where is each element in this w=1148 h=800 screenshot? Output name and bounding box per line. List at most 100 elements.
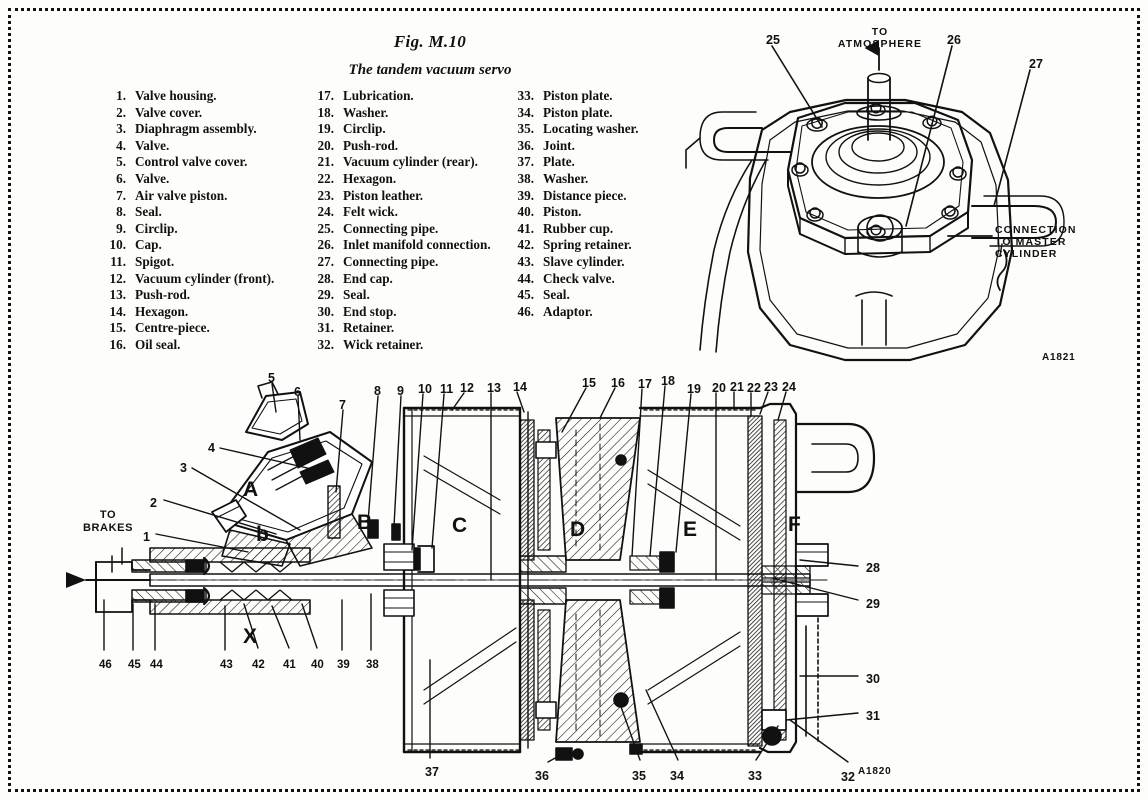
legend-item-label: Wick retainer.: [343, 336, 424, 352]
callout-number: 37: [425, 765, 439, 779]
legend-item-number: 22.: [317, 170, 334, 186]
legend-item: 34.Piston plate.: [508, 105, 716, 122]
parts-legend: 1.Valve housing.2.Valve cover.3.Diaphrag…: [100, 88, 720, 354]
callout-number: 6: [294, 385, 301, 399]
legend-item: 42.Spring retainer.: [508, 237, 716, 254]
legend-item-label: Plate.: [543, 154, 575, 170]
legend-item-number: 37.: [517, 154, 534, 170]
legend-item-number: 13.: [109, 287, 126, 303]
legend-item: 9.Circlip.: [100, 221, 308, 238]
legend-item-number: 8.: [116, 204, 126, 220]
legend-item-number: 14.: [109, 303, 126, 319]
legend-item: 30.End stop.: [308, 304, 508, 321]
legend-item-number: 43.: [517, 253, 534, 269]
legend-item-number: 42.: [517, 237, 534, 253]
legend-item: 28.End cap.: [308, 271, 508, 288]
callout-number: 16: [611, 376, 625, 390]
legend-item: 39.Distance piece.: [508, 188, 716, 205]
legend-item: 3.Diaphragm assembly.: [100, 121, 308, 138]
legend-item-number: 34.: [517, 104, 534, 120]
legend-item-number: 11.: [110, 253, 126, 269]
callout-number: 18: [661, 374, 675, 388]
legend-item-label: Cap.: [135, 237, 162, 253]
legend-column-3: 33.Piston plate.34.Piston plate.35.Locat…: [508, 88, 716, 354]
legend-item-label: Seal.: [543, 287, 570, 303]
legend-item-label: Centre-piece.: [135, 320, 210, 336]
callout-number: 19: [687, 382, 701, 396]
legend-item-label: Oil seal.: [135, 336, 181, 352]
legend-item-label: Rubber cup.: [543, 220, 614, 236]
figure-number: Fig. M.10: [393, 32, 467, 51]
legend-item: 17.Lubrication.: [308, 88, 508, 105]
legend-item-label: Washer.: [543, 170, 589, 186]
legend-item-label: Hexagon.: [135, 303, 189, 319]
callout-number: 33: [748, 769, 762, 783]
legend-item: 31.Retainer.: [308, 320, 508, 337]
legend-item-number: 9.: [116, 220, 126, 236]
connection-to-master-cylinder-tag: CONNECTION TO MASTER CYLINDER: [995, 224, 1077, 260]
legend-item-number: 32.: [317, 336, 334, 352]
legend-item: 25.Connecting pipe.: [308, 221, 508, 238]
callout-number: 35: [632, 769, 646, 783]
legend-item-number: 46.: [517, 303, 534, 319]
callout-number: 36: [535, 769, 549, 783]
callout-number: 44: [150, 659, 163, 671]
legend-item-label: Seal.: [135, 204, 162, 220]
legend-item: 4.Valve.: [100, 138, 308, 155]
figure-title: The tandem vacuum servo: [348, 62, 512, 78]
legend-item-label: Slave cylinder.: [543, 253, 625, 269]
legend-item-label: Vacuum cylinder (front).: [135, 270, 275, 286]
legend-item: 8. Seal.: [100, 204, 308, 221]
legend-item-number: 26.: [317, 237, 334, 253]
legend-item: 46. Adaptor.: [508, 304, 716, 321]
legend-item-label: Connecting pipe.: [343, 220, 439, 236]
top-drawing-code: A1821: [1042, 352, 1076, 363]
callout-number: 32: [841, 770, 855, 784]
bottom-drawing-code: A1820: [858, 766, 892, 777]
legend-item: 36.Joint.: [508, 138, 716, 155]
legend-item-label: Lubrication.: [343, 88, 414, 103]
legend-item-label: Piston.: [543, 204, 582, 220]
callout-number: 29: [866, 597, 880, 611]
legend-item-number: 28.: [317, 270, 334, 286]
legend-item-label: End stop.: [343, 303, 397, 319]
legend-item: 27.Connecting pipe.: [308, 254, 508, 271]
legend-item-label: Valve cover.: [135, 104, 203, 120]
legend-item: 7.Air valve piston.: [100, 188, 308, 205]
callout-number: 31: [866, 709, 880, 723]
legend-item: 21.Vacuum cylinder (rear).: [308, 154, 508, 171]
callout-number: 41: [283, 659, 296, 671]
legend-item-number: 27.: [317, 253, 334, 269]
legend-item-number: 33.: [517, 88, 534, 103]
legend-item: 35.Locating washer.: [508, 121, 716, 138]
callout-number: 1: [143, 530, 150, 544]
callout-number: 34: [670, 769, 684, 783]
callout-number: 22: [747, 381, 761, 395]
legend-item: 18.Washer.: [308, 105, 508, 122]
legend-item-label: Push-rod.: [135, 287, 191, 303]
legend-item-number: 1.: [116, 88, 126, 103]
legend-item: 10.Cap.: [100, 237, 308, 254]
legend-item-number: 5.: [116, 154, 126, 170]
legend-item-label: Valve.: [135, 170, 170, 186]
legend-item-number: 38.: [517, 170, 534, 186]
legend-item-label: Hexagon.: [343, 170, 397, 186]
section-letter: D: [570, 518, 586, 541]
callout-number: 11: [440, 382, 454, 396]
legend-item-number: 44.: [517, 270, 534, 286]
legend-item-number: 4.: [116, 137, 126, 153]
legend-item: 5. Control valve cover.: [100, 154, 308, 171]
legend-item-number: 21.: [317, 154, 334, 170]
legend-item-label: Adaptor.: [543, 303, 593, 319]
legend-item-number: 20.: [317, 137, 334, 153]
legend-item-label: Washer.: [343, 104, 389, 120]
callout-number: 4: [208, 441, 215, 455]
callout-number: 12: [460, 381, 474, 395]
legend-item: 23.Piston leather.: [308, 188, 508, 205]
legend-item-number: 23.: [317, 187, 334, 203]
legend-item-label: Seal.: [343, 287, 370, 303]
legend-item-number: 19.: [317, 121, 334, 137]
legend-item-label: Push-rod.: [343, 137, 399, 153]
legend-item-label: Control valve cover.: [135, 154, 248, 170]
